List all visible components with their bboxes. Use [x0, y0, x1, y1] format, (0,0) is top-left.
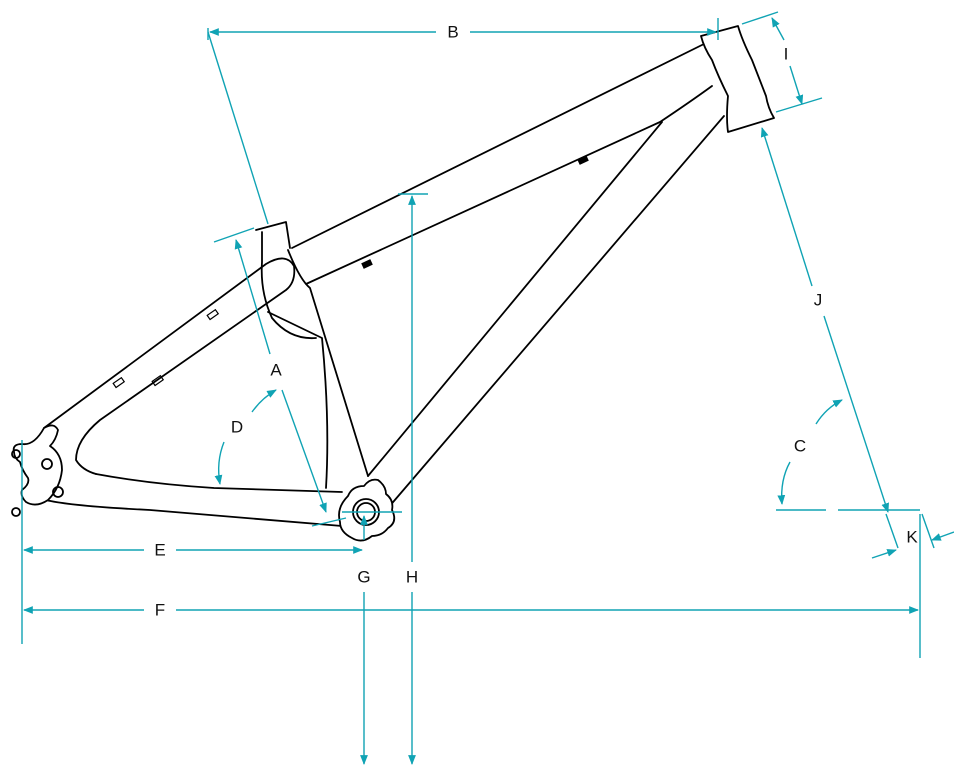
rear-dropout	[12, 424, 63, 506]
dimension-c-arc-lower	[777, 461, 791, 505]
dimension-lines	[21, 11, 954, 765]
dimension-labels: A B C D E F G H I J K	[154, 23, 918, 620]
chain-stay	[45, 473, 343, 527]
label-g: G	[357, 568, 370, 587]
cable-guide-2	[361, 259, 373, 269]
dimension-a-line-upper	[234, 239, 271, 355]
label-a: A	[270, 361, 282, 380]
label-e: E	[154, 541, 165, 560]
dimension-i-line-upper	[771, 17, 785, 41]
dropout-bolt-lower	[52, 486, 64, 498]
label-d: D	[231, 418, 243, 437]
dimension-a-line-lower	[281, 389, 327, 513]
cable-guide-1	[577, 155, 589, 165]
dimension-j-line-lower	[823, 315, 889, 513]
bottom-bracket-shell	[338, 478, 396, 542]
dropout-eyelet	[11, 449, 21, 459]
dimension-j-line-upper	[760, 127, 813, 287]
brace-strut	[267, 311, 329, 489]
cable-guide-5	[151, 374, 165, 387]
label-b: B	[447, 23, 458, 42]
dimension-i-line-lower	[789, 65, 804, 105]
label-h: H	[406, 568, 418, 587]
label-f: F	[155, 601, 165, 620]
dropout-axle	[11, 507, 21, 517]
label-k: K	[906, 528, 918, 547]
seat-clamp	[255, 221, 291, 249]
label-i: I	[784, 45, 789, 64]
dimension-d-arc-lower	[214, 441, 225, 485]
dimension-k-line-left	[871, 549, 897, 559]
dimension-d-arc-upper	[251, 389, 277, 413]
seat-stay	[43, 257, 296, 475]
cable-guide-3	[206, 308, 220, 321]
head-tube	[700, 25, 775, 133]
bike-frame	[11, 25, 775, 542]
label-c: C	[794, 437, 806, 456]
label-j: J	[814, 291, 823, 310]
dimension-c-arc-upper	[815, 399, 843, 425]
dropout-bolt-upper	[41, 458, 53, 470]
down-tube	[367, 115, 725, 509]
cable-guide-4	[112, 376, 126, 389]
seat-tube	[260, 231, 369, 477]
top-tube	[291, 41, 713, 285]
dimension-k-line-right	[931, 531, 954, 541]
